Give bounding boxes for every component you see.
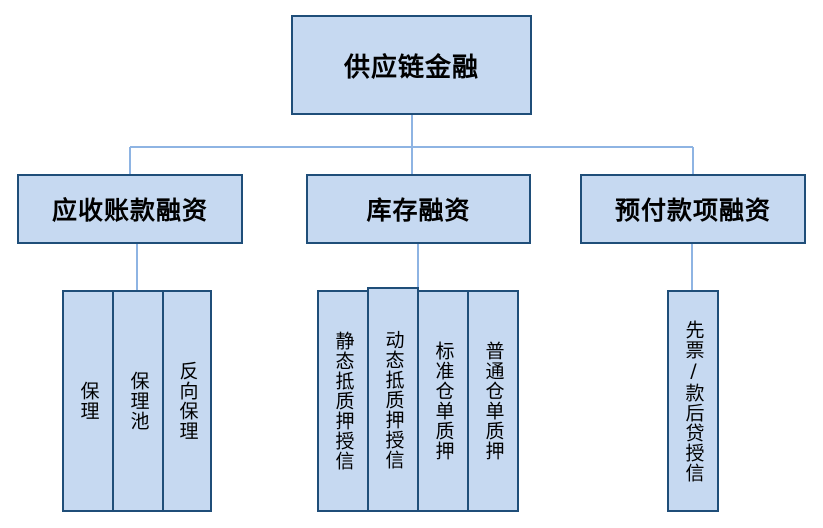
leaf-node-standard-warehouse-receipt: 标准仓单质押 — [417, 290, 469, 512]
leaf-node-factoring: 保理 — [62, 290, 114, 512]
leaf-node-factoring-pool: 保理池 — [112, 290, 164, 512]
leaf-node-label: 静态抵质押授信 — [332, 331, 355, 471]
leaf-node-label: 动态抵质押授信 — [382, 329, 405, 470]
branch-node-label: 库存融资 — [366, 196, 471, 225]
branch-node-label: 应收账款融资 — [51, 196, 208, 225]
root-node-label: 供应链金融 — [343, 52, 479, 83]
root-node: 供应链金融 — [291, 15, 532, 115]
leaf-node-reverse-factoring: 反向保理 — [162, 290, 212, 512]
leaf-node-dynamic-pledge: 动态抵质押授信 — [367, 287, 419, 512]
branch-node-prepayment: 预付款项融资 — [580, 174, 806, 244]
leaf-node-label: 反向保理 — [176, 361, 199, 441]
leaf-node-label: 先票/款后贷授信 — [682, 319, 705, 483]
leaf-node-label: 保理 — [77, 381, 100, 421]
leaf-node-prepayment-credit: 先票/款后贷授信 — [667, 290, 719, 512]
leaf-node-static-pledge: 静态抵质押授信 — [317, 290, 369, 512]
leaf-node-ordinary-warehouse-receipt: 普通仓单质押 — [467, 290, 519, 512]
leaf-node-label: 普通仓单质押 — [482, 341, 505, 461]
leaf-node-label: 保理池 — [127, 371, 150, 431]
branch-node-label: 预付款项融资 — [614, 196, 771, 225]
branch-node-receivables: 应收账款融资 — [17, 174, 243, 244]
branch-node-inventory: 库存融资 — [306, 174, 531, 244]
leaf-node-label: 标准仓单质押 — [432, 341, 455, 461]
